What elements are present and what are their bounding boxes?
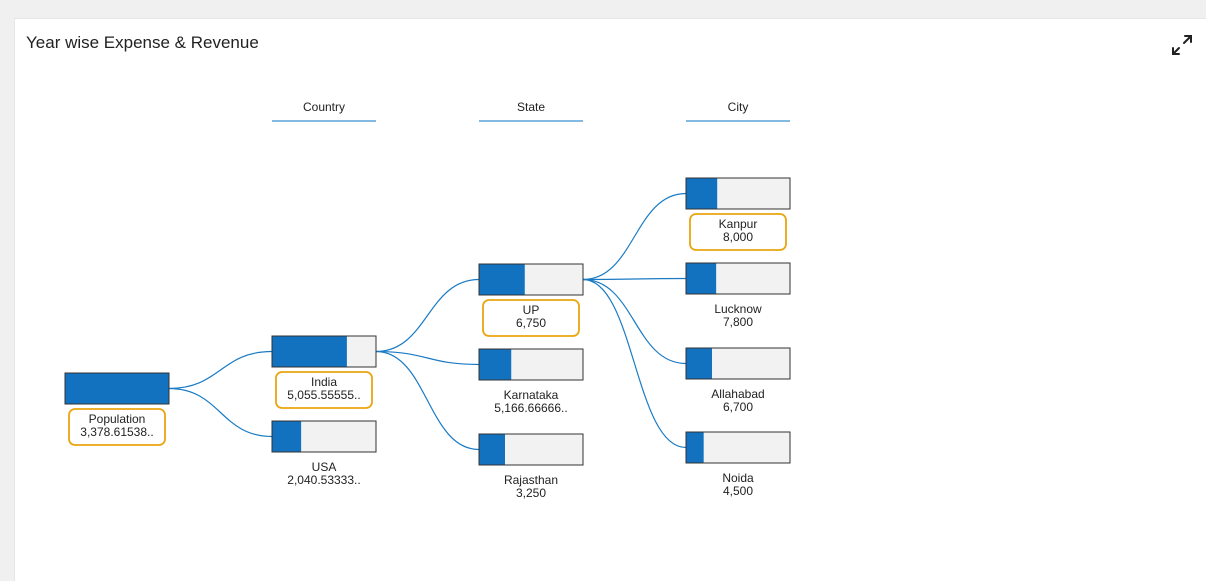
node-border bbox=[478, 433, 584, 466]
node-value: 3,378.61538.. bbox=[80, 425, 153, 439]
link-up-noida bbox=[582, 278, 687, 449]
node-highlight-box bbox=[482, 299, 580, 337]
node-label: Karnataka bbox=[504, 388, 559, 402]
node-value: 5,166.66666.. bbox=[494, 401, 567, 415]
node-border bbox=[478, 348, 584, 381]
node-value: 6,700 bbox=[723, 400, 753, 414]
node-label: India bbox=[311, 375, 337, 389]
node-bar-fill bbox=[686, 263, 717, 294]
link-up-allahabad bbox=[582, 278, 687, 365]
node-border bbox=[685, 347, 791, 380]
node-bar-fill bbox=[65, 373, 169, 404]
node-border bbox=[685, 177, 791, 210]
node-label: UP bbox=[523, 303, 540, 317]
node-value: 3,250 bbox=[516, 486, 546, 500]
chart-title: Year wise Expense & Revenue bbox=[26, 33, 259, 52]
level-header-country: Country bbox=[303, 100, 345, 114]
node-label: Noida bbox=[722, 471, 754, 485]
node-up[interactable]: UP6,750 bbox=[478, 263, 584, 337]
node-value: 4,500 bbox=[723, 484, 753, 498]
link-india-karnataka bbox=[375, 350, 480, 366]
link-up-kanpur bbox=[582, 192, 687, 281]
level-header-city: City bbox=[728, 100, 749, 114]
link-root-india bbox=[168, 350, 273, 390]
node-value: 5,055.55555.. bbox=[287, 388, 360, 402]
link-india-rajasthan bbox=[375, 350, 480, 451]
expand-button[interactable] bbox=[1168, 32, 1196, 60]
node-border bbox=[685, 431, 791, 464]
node-label: Lucknow bbox=[714, 302, 762, 316]
node-bar-fill bbox=[479, 434, 505, 465]
node-bar-fill bbox=[686, 432, 704, 463]
node-bar-fill bbox=[479, 264, 525, 295]
link-india-up bbox=[375, 278, 480, 353]
node-label: Rajasthan bbox=[504, 473, 558, 487]
node-border bbox=[271, 335, 377, 368]
node-highlight-box bbox=[68, 408, 166, 446]
node-value: 6,750 bbox=[516, 316, 546, 330]
level-header-state: State bbox=[517, 100, 545, 114]
node-bar-fill bbox=[272, 336, 347, 367]
node-highlight-box bbox=[689, 213, 787, 251]
node-highlight-box bbox=[275, 371, 373, 409]
node-label: USA bbox=[312, 460, 337, 474]
link-up-lucknow bbox=[582, 277, 687, 281]
expand-diagonal-icon bbox=[1172, 35, 1192, 55]
node-bar-fill bbox=[686, 348, 712, 379]
node-value: 7,800 bbox=[723, 315, 753, 329]
node-label: Kanpur bbox=[719, 217, 758, 231]
node-label: Allahabad bbox=[711, 387, 764, 401]
node-value: 8,000 bbox=[723, 230, 753, 244]
node-bar-fill bbox=[686, 178, 718, 209]
node-border bbox=[271, 420, 377, 453]
node-bar-fill bbox=[272, 421, 302, 452]
node-bar-fill bbox=[479, 349, 512, 380]
node-border bbox=[685, 262, 791, 295]
node-border bbox=[478, 263, 584, 296]
link-root-usa bbox=[168, 387, 273, 438]
node-value: 2,040.53333.. bbox=[287, 473, 360, 487]
node-label: Population bbox=[89, 412, 146, 426]
links bbox=[168, 192, 687, 451]
node-border bbox=[64, 372, 170, 405]
